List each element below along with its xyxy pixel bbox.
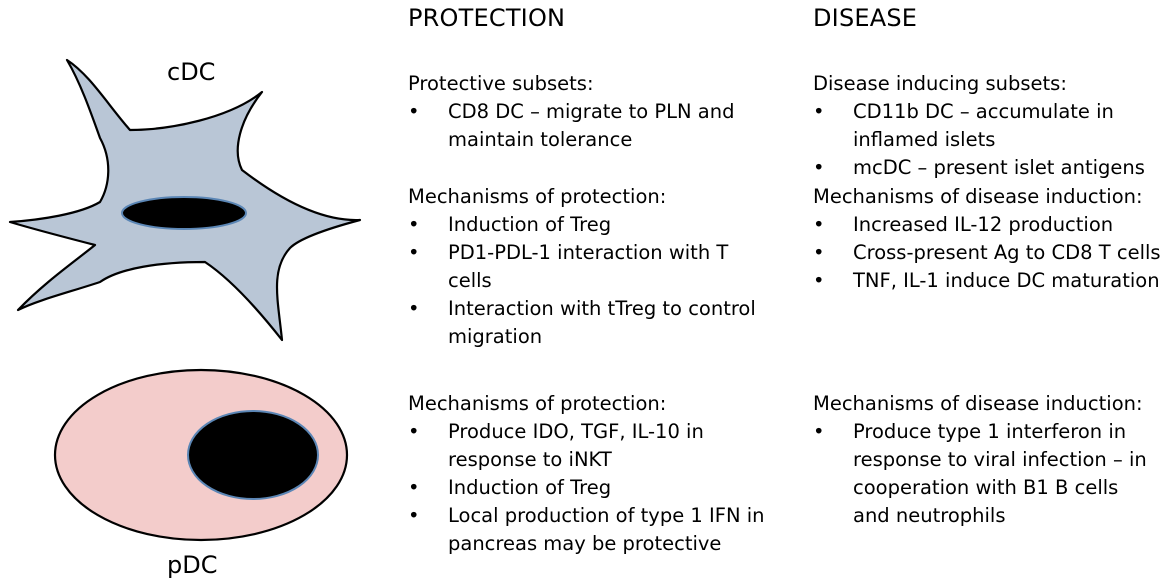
- cdc-label: cDC: [167, 58, 216, 86]
- list-item: Cross-present Ag to CD8 T cells: [813, 239, 1161, 267]
- list-item: CD11b DC – accumulate in inflamed islets: [813, 98, 1143, 154]
- protection-column-header: PROTECTION: [408, 4, 566, 32]
- cdc-disease-subsets: Disease inducing subsets: CD11b DC – acc…: [813, 70, 1161, 182]
- list-item: Local production of type 1 IFN in pancre…: [408, 502, 778, 558]
- pdc-protection-mechanisms-title: Mechanisms of protection:: [408, 392, 667, 415]
- cdc-protection-mechanisms: Mechanisms of protection: Induction of T…: [408, 183, 788, 351]
- disease-column-header: DISEASE: [813, 4, 918, 32]
- pdc-disease-mechanisms: Mechanisms of disease induction: Produce…: [813, 390, 1161, 530]
- pdc-nucleus: [187, 410, 319, 500]
- list-item: Induction of Treg: [408, 474, 778, 502]
- cdc-nucleus: [121, 196, 247, 230]
- pdc-label: pDC: [167, 551, 218, 579]
- pdc-protection-mechanisms: Mechanisms of protection: Produce IDO, T…: [408, 390, 778, 558]
- list-item: PD1-PDL-1 interaction with T cells: [408, 239, 778, 295]
- cdc-disease-mechanisms: Mechanisms of disease induction: Increas…: [813, 183, 1161, 295]
- list-item: Produce IDO, TGF, IL-10 in response to i…: [408, 418, 748, 474]
- list-item: Increased IL-12 production: [813, 211, 1161, 239]
- cells-illustration: [8, 58, 362, 542]
- list-item: Induction of Treg: [408, 211, 788, 239]
- list-item: CD8 DC – migrate to PLN and maintain tol…: [408, 98, 788, 154]
- list-item: Produce type 1 interferon in response to…: [813, 418, 1153, 530]
- cdc-protection-mechanisms-title: Mechanisms of protection:: [408, 185, 667, 208]
- list-item: TNF, IL-1 induce DC maturation: [813, 267, 1161, 295]
- pdc-disease-mechanisms-title: Mechanisms of disease induction:: [813, 392, 1143, 415]
- cdc-disease-mechanisms-title: Mechanisms of disease induction:: [813, 185, 1143, 208]
- cdc-protection-subsets-title: Protective subsets:: [408, 72, 594, 95]
- list-item: Interaction with tTreg to control migrat…: [408, 295, 788, 351]
- cdc-disease-subsets-title: Disease inducing subsets:: [813, 72, 1067, 95]
- list-item: mcDC – present islet antigens: [813, 154, 1161, 182]
- cdc-protection-subsets: Protective subsets: CD8 DC – migrate to …: [408, 70, 788, 154]
